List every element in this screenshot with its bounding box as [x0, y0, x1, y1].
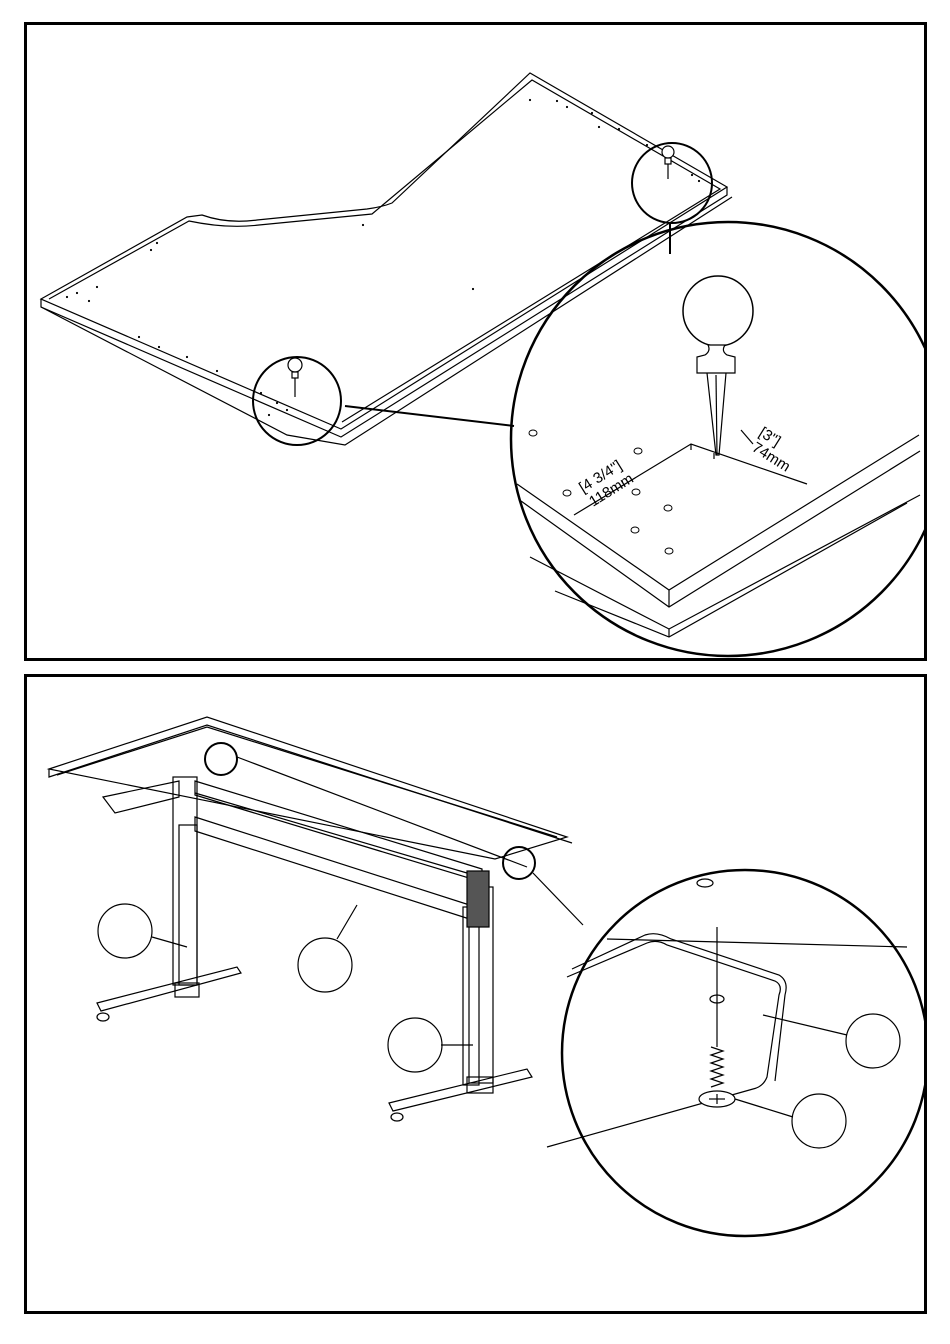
desktop-underside	[49, 717, 567, 859]
magnified-bracket	[547, 879, 907, 1147]
step-panel-bottom	[24, 674, 927, 1314]
frame-assembly-diagram	[27, 677, 924, 1311]
detail-marker-left	[205, 743, 237, 775]
magnified-desktop-corner	[517, 435, 920, 637]
step-panel-top: [4 3/4"] 118mm [3"] 74mm	[24, 22, 927, 661]
dimension-b: [3"] 74mm	[749, 424, 793, 476]
motor-unit	[467, 871, 489, 927]
part-callout-5	[792, 1094, 846, 1148]
desktop-top-surface	[41, 73, 727, 429]
control-box	[103, 781, 179, 813]
left-leg	[97, 777, 241, 1021]
pre-drilled-holes	[66, 99, 700, 416]
desktop-marking-diagram: [4 3/4"] 118mm [3"] 74mm	[27, 25, 924, 658]
frame-crossbar	[195, 781, 482, 882]
part-callout-1	[98, 904, 152, 958]
awl-icon	[662, 146, 674, 179]
screw-icon	[699, 927, 735, 1107]
part-callout-2	[298, 938, 352, 992]
awl-icon-large	[683, 276, 753, 455]
dimension-a: [4 3/4"] 118mm	[576, 457, 636, 510]
desktop-edge	[41, 187, 727, 437]
right-leg	[389, 887, 532, 1121]
part-callout-3	[388, 1018, 442, 1072]
awl-icon-small	[288, 358, 302, 397]
part-callout-4	[846, 1014, 900, 1068]
magnified-detail-circle	[562, 870, 924, 1236]
